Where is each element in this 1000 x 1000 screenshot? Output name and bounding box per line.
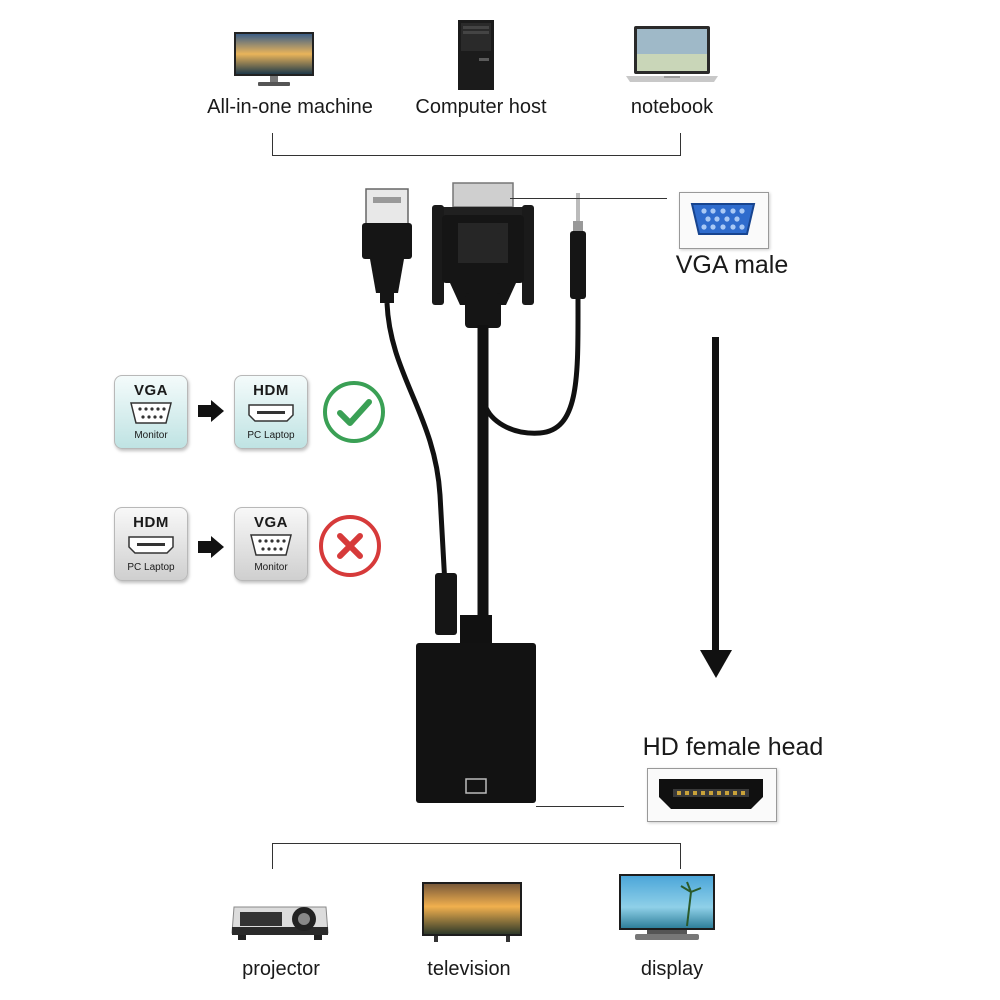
usb-plug: [362, 188, 412, 303]
bottom-bracket: [680, 843, 681, 869]
card-subtitle: Monitor: [134, 430, 168, 441]
hdmi-laptop-card: HDM PC Laptop: [114, 507, 188, 581]
laptop-icon: [626, 26, 718, 82]
hdmi-port-mini-icon: [128, 536, 174, 554]
arrow-right-icon: [211, 536, 224, 558]
card-subtitle: PC Laptop: [127, 562, 175, 573]
projector-icon: [231, 906, 329, 940]
top-device-label: notebook: [630, 96, 714, 118]
bottom-device-label: display: [640, 958, 704, 980]
arrow-right-icon: [198, 405, 212, 417]
bottom-bracket: [272, 843, 273, 869]
card-title: HDM: [253, 382, 289, 399]
vga-port-mini-icon: [130, 402, 172, 424]
check-icon: [323, 381, 385, 443]
card-title: VGA: [133, 382, 168, 399]
hdmi-laptop-card: HDM PC Laptop: [234, 375, 308, 449]
top-bracket: [272, 155, 681, 156]
top-device-label: Computer host: [415, 96, 547, 118]
top-bracket: [680, 133, 681, 156]
arrow-right-icon: [198, 541, 212, 553]
bottom-device-label: television: [427, 958, 511, 980]
hdmi-port-mini-icon: [248, 404, 294, 422]
card-title: HDM: [133, 514, 169, 531]
display-icon: [619, 874, 715, 940]
vga-port-icon: [690, 203, 756, 235]
arrow-right-icon: [211, 400, 224, 422]
card-subtitle: PC Laptop: [247, 430, 295, 441]
vga-port-mini-icon: [250, 534, 292, 556]
vga-monitor-card: VGA Monitor: [234, 507, 308, 581]
callout-line: [510, 198, 667, 199]
top-device-label: All-in-one machine: [207, 96, 373, 118]
bottom-bracket: [272, 843, 681, 844]
card-subtitle: Monitor: [254, 562, 288, 573]
vga-plug: [432, 182, 534, 328]
converter-box: [416, 615, 536, 803]
callout-line: [536, 806, 624, 807]
vga-to-hdmi-adapter-cable: [362, 182, 586, 803]
hd-female-label: HD female head: [642, 733, 824, 761]
computer-tower-icon: [458, 20, 494, 90]
vga-monitor-card: VGA Monitor: [114, 375, 188, 449]
monitor-icon: [234, 32, 314, 86]
bottom-device-label: projector: [242, 958, 320, 980]
card-title: VGA: [253, 514, 288, 531]
arrow-shaft: [712, 337, 719, 657]
vga-male-label: VGA male: [675, 251, 789, 279]
television-icon: [422, 882, 522, 942]
cross-icon: [319, 515, 381, 577]
top-bracket: [272, 133, 273, 156]
audio-jack: [570, 193, 586, 299]
hdmi-port-icon: [659, 779, 763, 809]
arrow-head: [700, 650, 732, 678]
